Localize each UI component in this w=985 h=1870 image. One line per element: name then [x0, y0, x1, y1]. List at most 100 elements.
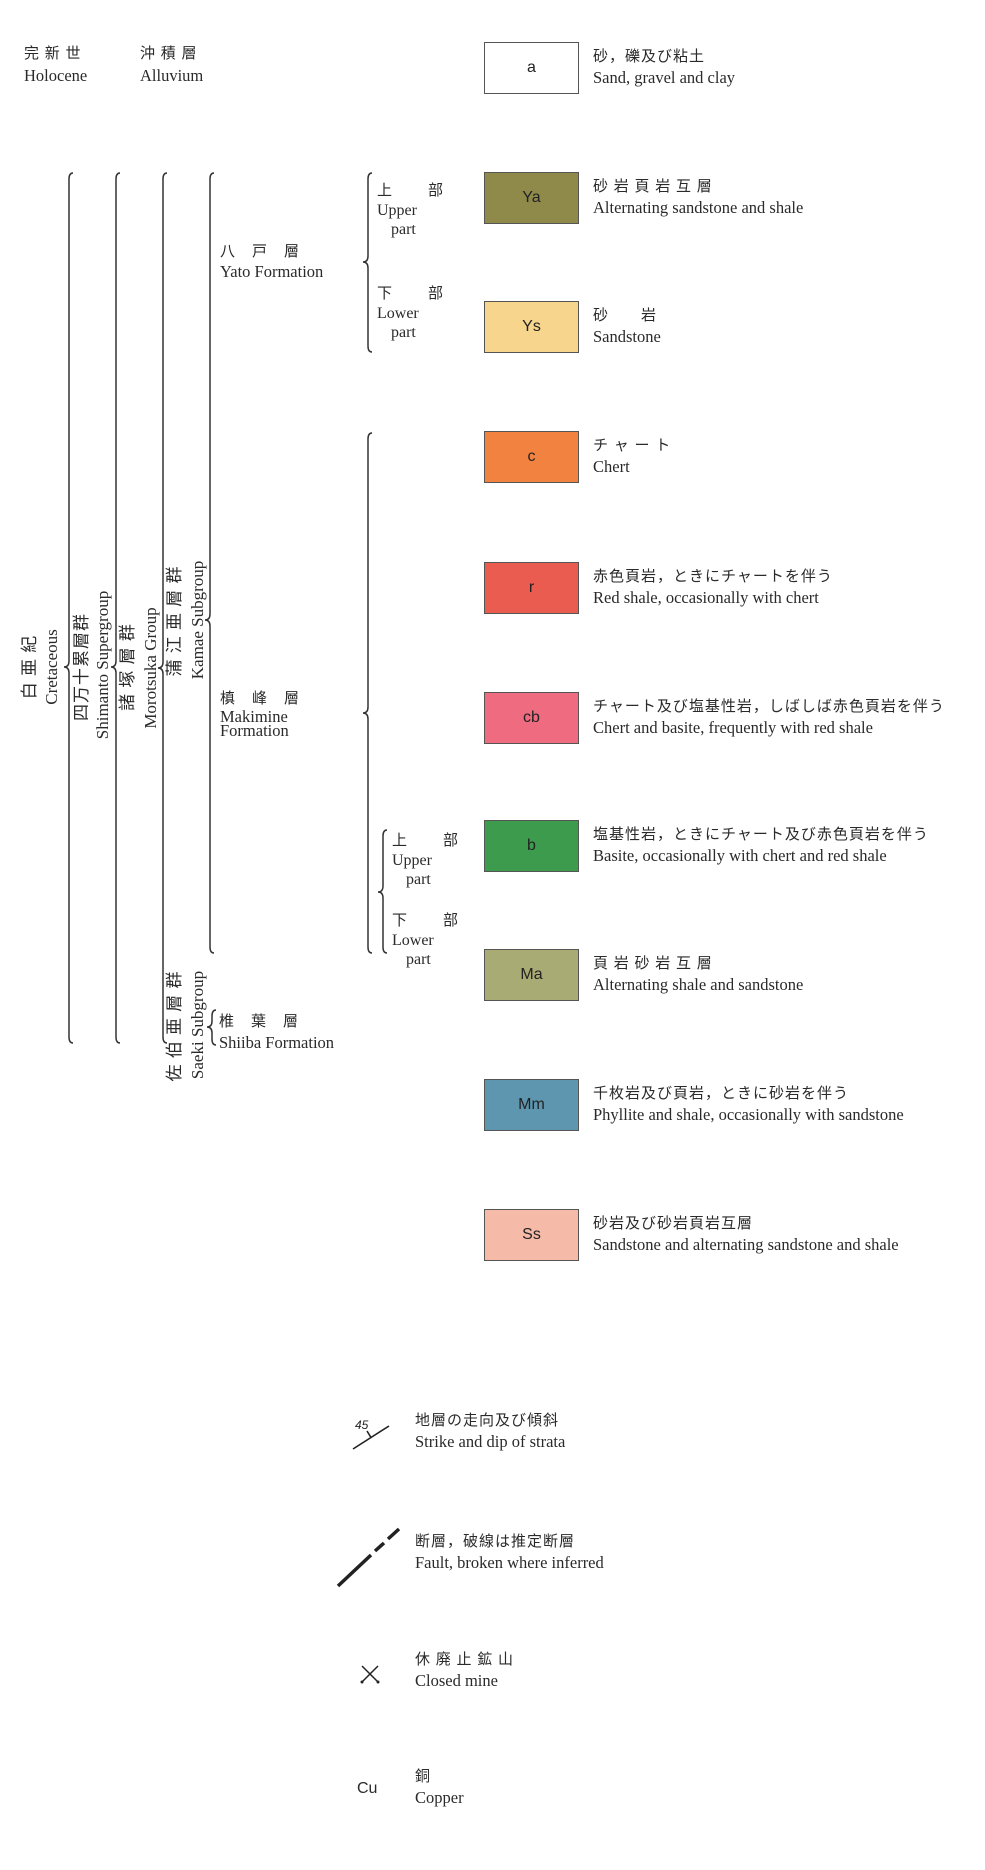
fault-icon [336, 1527, 401, 1588]
fault-en: Fault, broken where inferred [415, 1553, 604, 1572]
upper-jp-2: 部 [427, 183, 443, 199]
alluvium-jp: 沖 積 層 [140, 46, 198, 62]
unit-description-en: Sandstone and alternating sandstone and … [593, 1235, 899, 1254]
unit-description-en: Basite, occasionally with chert and red … [593, 846, 887, 865]
upper-jp-1: 上 [377, 183, 393, 199]
shiiba-en: Shiiba Formation [219, 1033, 335, 1052]
kamae-bracket [204, 172, 215, 954]
upper-jp-1: 上 [392, 833, 408, 849]
lower-jp-1: 下 [377, 286, 393, 302]
supergroup-en: Shimanto Supergroup [93, 590, 112, 740]
closed-mine-icon [360, 1665, 380, 1684]
unit-description-jp: チャート及び塩基性岩，しばしば赤色頁岩を伴う [593, 699, 945, 715]
closed-mine-jp: 休 廃 止 鉱 山 [415, 1652, 515, 1668]
saeki-jp: 佐 伯 亜 層 群 [165, 970, 184, 1082]
unit-description-en: Phyllite and shale, occasionally with sa… [593, 1105, 904, 1124]
lower-jp-1: 下 [392, 913, 408, 929]
shiiba-jp: 椎 葉 層 [219, 1014, 300, 1030]
unit-description-en: Chert and basite, frequently with red sh… [593, 718, 873, 737]
closed-mine-en: Closed mine [415, 1671, 498, 1690]
unit-description-en: Alternating sandstone and shale [593, 198, 804, 217]
makimine-parts-bracket [377, 829, 388, 954]
lower-jp-2: 部 [427, 286, 443, 302]
unit-swatch-ys: Ys [484, 301, 579, 353]
yato-jp: 八 戸 層 [220, 244, 301, 260]
unit-description-jp: 赤色頁岩，ときにチャートを伴う [593, 569, 833, 585]
copper-en: Copper [415, 1788, 464, 1807]
upper-en-2: part [406, 871, 431, 888]
unit-swatch-b: b [484, 820, 579, 872]
upper-en-2: part [391, 221, 416, 238]
saeki-bracket [206, 1009, 217, 1046]
holocene-en: Holocene [24, 66, 88, 85]
makimine-jp: 槙 峰 層 [220, 691, 301, 707]
lower-en-1: Lower [377, 305, 419, 322]
unit-description-jp: 砂岩及び砂岩頁岩互層 [593, 1216, 754, 1232]
makimine-lower-part: 下 部 Lower part [392, 912, 458, 969]
unit-swatch-a: a [484, 42, 579, 94]
upper-jp-2: 部 [442, 833, 458, 849]
unit-code: r [528, 579, 535, 596]
unit-code: c [527, 448, 536, 465]
unit-swatch-cb: cb [484, 692, 579, 744]
unit-description-en: Sandstone [593, 327, 661, 346]
unit-description-jp: 千枚岩及び頁岩，ときに砂岩を伴う [593, 1086, 850, 1102]
unit-code: cb [523, 709, 540, 726]
yato-lower-part: 下 部 Lower part [377, 285, 443, 342]
lower-en-2: part [406, 951, 431, 968]
kamae-jp: 蒲 江 亜 層 群 [165, 565, 184, 677]
period-jp: 白 亜 紀 [20, 634, 39, 700]
unit-description-jp: 頁 岩 砂 岩 互 層 [593, 956, 713, 972]
unit-swatch-ya: Ya [484, 172, 579, 224]
yato-bracket [362, 172, 373, 353]
morotsuka-bracket [157, 172, 168, 1044]
unit-code: b [527, 837, 536, 854]
unit-code: Mm [518, 1096, 545, 1113]
upper-en-1: Upper [377, 202, 417, 219]
alluvium-en: Alluvium [140, 66, 204, 85]
makimine-upper-part: 上 部 Upper part [392, 832, 458, 889]
lower-en-2: part [391, 324, 416, 341]
unit-swatch-c: c [484, 431, 579, 483]
unit-swatch-ss: Ss [484, 1209, 579, 1261]
unit-description-jp: 塩基性岩，ときにチャート及び赤色頁岩を伴う [593, 827, 929, 843]
unit-swatch-ma: Ma [484, 949, 579, 1001]
unit-code: Ss [522, 1226, 541, 1243]
unit-swatch-mm: Mm [484, 1079, 579, 1131]
unit-description-jp: 砂 岩 [593, 308, 658, 324]
lower-en-1: Lower [392, 932, 434, 949]
holocene-jp: 完 新 世 [24, 46, 82, 62]
upper-en-1: Upper [392, 852, 432, 869]
makimine-bracket [362, 432, 373, 954]
copper-jp: 銅 [415, 1769, 432, 1785]
makimine-en-1: Makimine [220, 707, 288, 726]
unit-description-en: Sand, gravel and clay [593, 68, 736, 87]
unit-description-en: Chert [593, 457, 630, 476]
lower-jp-2: 部 [442, 913, 458, 929]
unit-description-en: Red shale, occasionally with chert [593, 588, 819, 607]
unit-code: Ys [522, 318, 541, 335]
yato-en: Yato Formation [220, 262, 324, 281]
group-jp: 諸 塚 層 群 [118, 623, 137, 711]
strike-dip-icon: 45 [352, 1418, 390, 1450]
unit-swatch-r: r [484, 562, 579, 614]
unit-description-en: Alternating shale and sandstone [593, 975, 804, 994]
supergroup-jp: 四万十累層群 [72, 613, 91, 721]
unit-code: Ma [520, 966, 543, 983]
unit-code: Ya [522, 189, 541, 206]
unit-description-jp: 砂，礫及び粘土 [593, 49, 706, 65]
shimanto-bracket [110, 172, 121, 1044]
unit-description-jp: チ ャ ー ト [593, 438, 672, 454]
dip-value: 45 [355, 1418, 369, 1432]
copper-icon: Cu [357, 1780, 378, 1797]
group-en: Morotsuka Group [141, 607, 160, 729]
saeki-en: Saeki Subgroup [188, 970, 207, 1080]
yato-upper-part: 上 部 Upper part [377, 182, 443, 239]
fault-jp: 断層，破線は推定断層 [415, 1534, 576, 1550]
cretaceous-bracket [63, 172, 74, 1044]
strike-dip-en: Strike and dip of strata [415, 1432, 566, 1451]
strike-dip-jp: 地層の走向及び傾斜 [415, 1413, 560, 1429]
unit-description-jp: 砂 岩 頁 岩 互 層 [593, 179, 713, 195]
period-en: Cretaceous [42, 629, 61, 705]
